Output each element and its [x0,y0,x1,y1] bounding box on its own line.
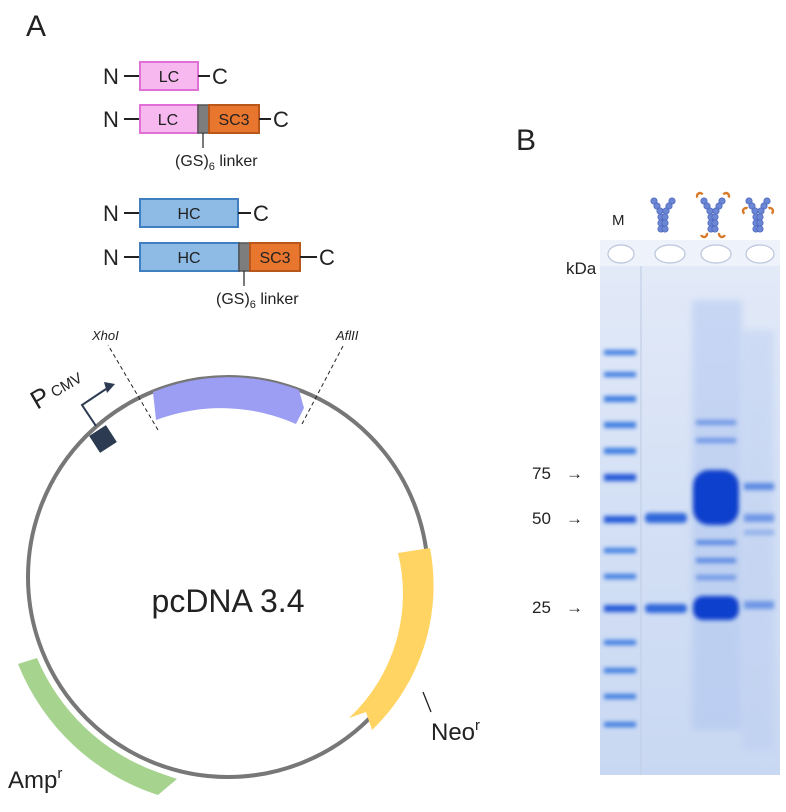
mw-label-75: 75 [532,464,551,483]
mw-label-25: 25 [532,598,551,617]
hc-label: HC [177,250,200,267]
hc-label: HC [177,206,200,223]
antibody-lc-sc3-icon [694,190,732,240]
c-terminus-label: C [319,245,335,270]
sc3-domain [208,104,260,134]
promoter-label: PCMV [25,362,87,415]
aflii-site-line [301,345,344,425]
linker-label: (GS)6 linker [216,291,299,311]
arrow-icon: → [566,509,583,528]
sds-page-gel [600,240,780,775]
well [654,244,686,264]
antibody-icon [650,197,676,233]
well [607,244,635,264]
mw-label-50: 50 [532,509,551,528]
c-terminus-label: C [273,107,289,132]
well [745,244,775,264]
lc-label: LC [159,69,179,86]
arrow-icon: → [566,598,583,617]
arrow-icon: → [566,464,583,483]
gs-linker [238,242,251,272]
lane-hc-sc3 [742,330,774,750]
construct-hc-sc3: N HC SC3 C (GS)6 linker [103,242,335,311]
c-terminus-label: C [253,201,269,226]
cmv-promoter-block [89,425,117,453]
plasmid-name: pcDNA 3.4 [152,583,305,619]
xhoi-site-label: XhoI [91,328,119,343]
n-terminus-label: N [103,64,119,89]
n-terminus-label: N [103,245,119,270]
sc3-label: SC3 [259,250,290,267]
kda-unit-label: kDa [566,259,597,278]
construct-lc-sc3: N LC SC3 C (GS)6 linker [103,104,289,173]
marker-ladder [604,350,636,727]
neo-pointer [422,691,432,713]
construct-lc: N LC C [103,61,228,91]
xhoi-site-line [107,344,159,431]
construct-hc: N HC C [103,198,269,228]
lc-label: LC [158,112,178,129]
sc3-label: SC3 [218,112,249,129]
lane-antibody [645,513,687,613]
plasmid-map: XhoI AflII PCMV pcDNA 3.4 Neor Ampr [8,328,480,795]
gs-linker [197,104,210,134]
amp-resistance-segment [18,658,177,795]
well [700,244,732,264]
lane-lc-sc3 [692,300,742,730]
linker-label: (GS)6 linker [175,153,258,173]
n-terminus-label: N [103,201,119,226]
sc3-domain [249,242,301,272]
promoter-arrow [80,388,107,427]
insert-segment [153,377,304,424]
c-terminus-label: C [212,64,228,89]
panel-b-label: B [516,124,536,157]
hc-domain [139,198,239,228]
mw-markers: 75 → 50 → 25 → [532,464,583,617]
neo-label: Neor [431,717,480,746]
amp-label: Ampr [8,765,62,794]
antibody-hc-sc3-icon [740,197,776,233]
lc-domain [139,104,199,134]
promoter-arrowhead [104,382,115,393]
neo-resistance-segment [349,548,434,730]
panel-a-label: A [26,10,46,43]
n-terminus-label: N [103,107,119,132]
marker-lane-label: M [612,212,625,229]
aflii-site-label: AflII [335,328,359,343]
